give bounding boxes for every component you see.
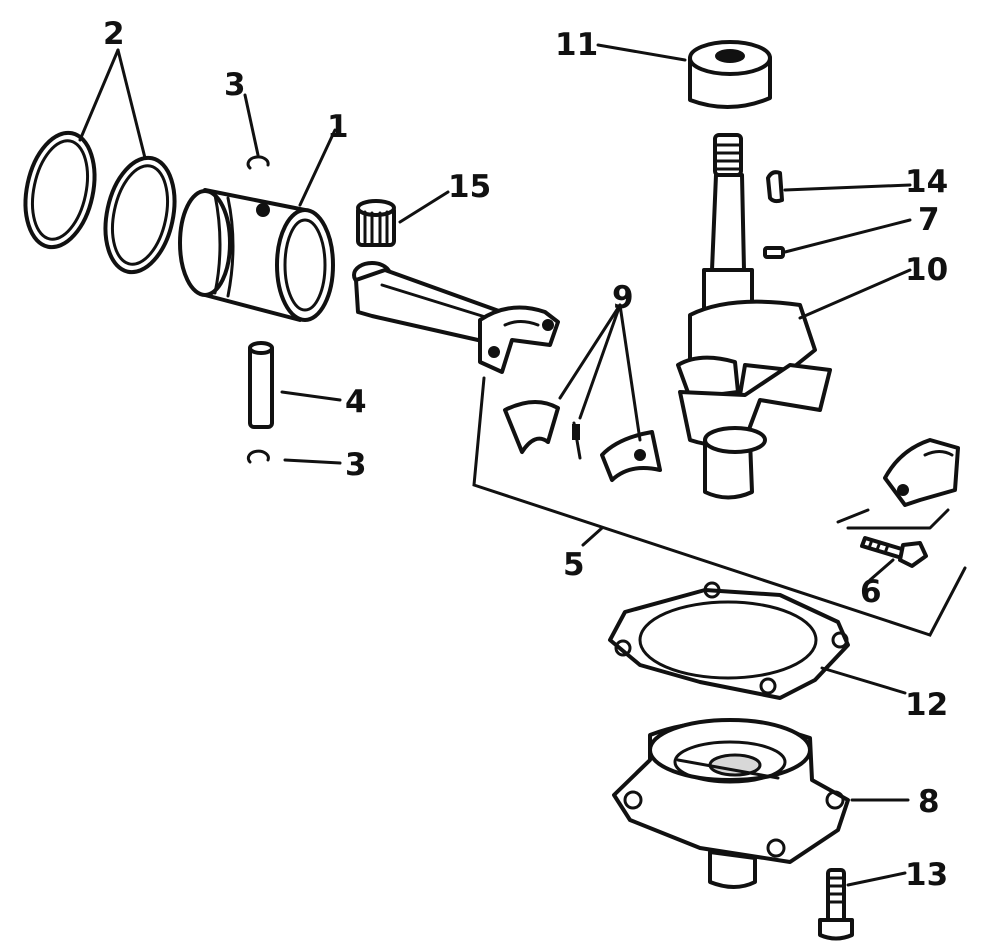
bearing-retainer-clip [572, 421, 582, 460]
housing-screw [818, 868, 854, 941]
callout-2: 2 [103, 16, 125, 52]
piston-ring-1 [23, 130, 97, 250]
callout-3-upper: 3 [224, 67, 246, 103]
bearing-housing [612, 718, 850, 889]
callout-5: 5 [563, 547, 585, 583]
callout-6: 6 [860, 574, 882, 610]
connecting-rod [352, 261, 560, 374]
piston-pin-clip-lower [246, 449, 270, 464]
key [763, 246, 785, 259]
gasket [608, 581, 850, 700]
crankshaft [676, 133, 832, 500]
callout-15: 15 [448, 169, 491, 205]
callout-7: 7 [918, 202, 940, 238]
crankshaft-seal [688, 40, 772, 109]
piston-pin-clip-upper [246, 155, 270, 170]
callout-11: 11 [555, 27, 598, 63]
bearing-half-left [503, 400, 560, 454]
piston-pin [248, 341, 274, 429]
callout-13: 13 [905, 857, 948, 893]
callout-1: 1 [327, 109, 349, 145]
callout-labels: 1 2 3 3 4 5 6 7 8 9 10 11 12 13 14 15 [103, 16, 948, 893]
callout-14: 14 [905, 164, 948, 200]
callout-8: 8 [918, 784, 940, 820]
rod-cap-screw [860, 536, 928, 568]
callout-4: 4 [345, 384, 367, 420]
needle-bearing [356, 199, 396, 247]
leader-lines [78, 43, 912, 887]
connecting-rod-bracket [472, 376, 967, 637]
piston-ring-2 [103, 155, 177, 275]
rod-cap [883, 438, 960, 507]
woodruff-key [766, 170, 784, 204]
bearing-half-right [600, 430, 662, 482]
callout-10: 10 [905, 252, 948, 288]
rod-cap-alignment-mark [836, 508, 950, 530]
callout-3-lower: 3 [345, 447, 367, 483]
callout-12: 12 [905, 687, 948, 723]
piston [178, 188, 335, 322]
callout-9: 9 [612, 280, 634, 316]
